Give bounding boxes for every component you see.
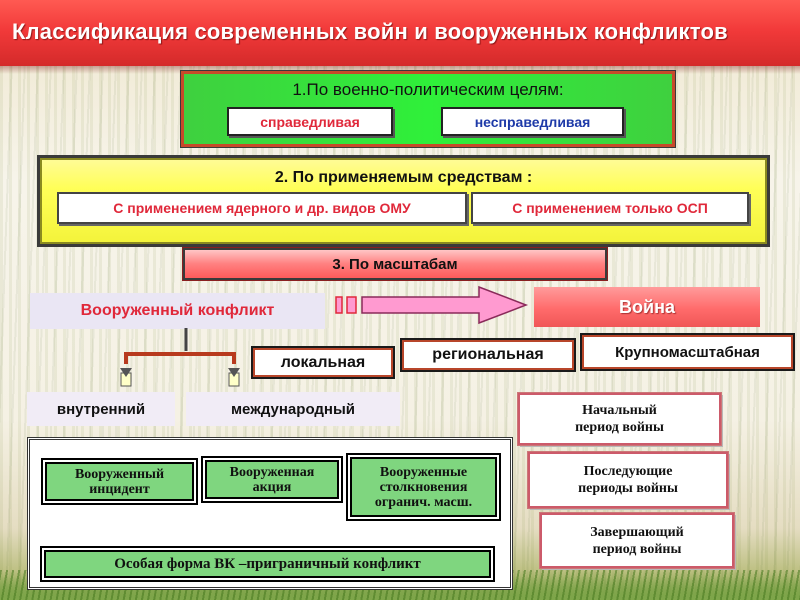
nuclear-means-box: С применением ядерного и др. видов ОМУ [57, 192, 467, 224]
unjust-war-box: несправедливая [441, 107, 624, 136]
conflict-to-war-arrow-icon [335, 285, 529, 325]
scale-title-bar: 3. По масштабам [182, 247, 608, 281]
armed-clashes-line-1: Вооруженные [379, 464, 468, 480]
international-conflict-box: международный [186, 392, 400, 426]
conventional-means-box: С применением только ОСП [471, 192, 749, 224]
subsequent-periods-line-2: периоды войны [578, 481, 678, 496]
title-band-shadow [0, 66, 800, 74]
armed-incident-line-2: инцидент [89, 481, 150, 497]
final-period-line-1: Завершающий [590, 524, 684, 540]
armed-incident-line-1: Вооруженный [74, 466, 165, 482]
internal-conflict-box: внутренний [27, 392, 175, 426]
armed-clashes-line-3: огранич. масш. [374, 494, 473, 510]
armed-action-box: Вооруженная акция [201, 456, 343, 503]
subsequent-periods-line-1: Последующие [583, 464, 673, 479]
armed-clashes-line-2: столкновения [379, 479, 468, 495]
war-label: Война [534, 287, 760, 327]
large-scale-war-box: Крупномасштабная [580, 333, 795, 371]
title-band [0, 0, 800, 66]
means-title: 2. По применяемым средствам : [274, 169, 533, 186]
initial-period-line-2: период войны [575, 420, 664, 435]
local-war-box: локальная [251, 346, 395, 379]
just-war-box: справедливая [227, 107, 393, 136]
final-period-box: Завершающий период войны [539, 512, 735, 569]
goals-title: 1.По военно-политическим целям: [292, 80, 564, 99]
armed-incident-box: Вооруженный инцидент [41, 458, 198, 505]
armed-conflict-label: Вооруженный конфликт [30, 293, 325, 329]
final-period-line-2: период войны [592, 541, 682, 557]
armed-action-line-2: акция [252, 479, 292, 495]
subsequent-periods-box: Последующие периоды войны [527, 451, 729, 509]
initial-period-box: Начальный период войны [517, 392, 722, 446]
armed-clashes-box: Вооруженные столкновения огранич. масш. [346, 453, 501, 521]
border-conflict-box: Особая форма ВК –приграничный конфликт [40, 546, 495, 582]
slide-title: Классификация современных войн и вооруже… [12, 19, 728, 44]
armed-action-line-1: Вооруженная [229, 464, 315, 480]
conflict-tree-lines [120, 328, 240, 387]
initial-period-line-1: Начальный [582, 403, 657, 418]
regional-war-box: региональная [400, 338, 576, 372]
